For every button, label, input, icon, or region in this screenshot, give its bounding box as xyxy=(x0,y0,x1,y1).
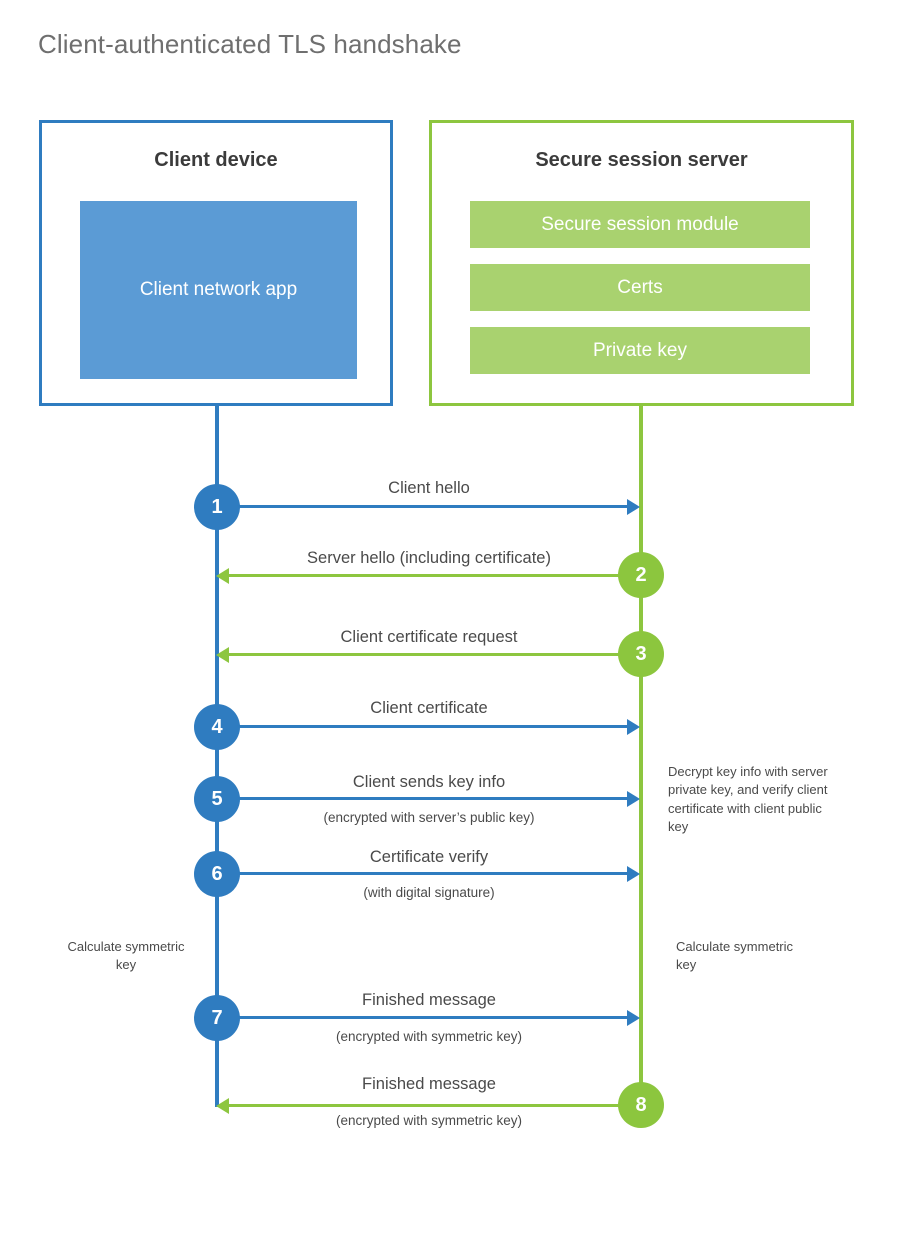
message-label-5: Client sends key info xyxy=(352,773,506,791)
message-arrow-line-1 xyxy=(217,505,627,508)
secure-session-server-title: Secure session server xyxy=(535,149,748,171)
message-arrow-head-6 xyxy=(627,866,640,882)
message-sublabel-7: (encrypted with symmetric key) xyxy=(335,1029,523,1044)
server-item-private-key: Private key xyxy=(470,327,810,374)
step-badge-8[interactable]: 8 xyxy=(618,1082,664,1128)
page-title: Client-authenticated TLS handshake xyxy=(38,29,462,59)
message-label-6: Certificate verify xyxy=(369,848,489,866)
message-sublabel-8: (encrypted with symmetric key) xyxy=(335,1113,523,1128)
message-arrow-head-1 xyxy=(627,499,640,515)
message-arrow-head-5 xyxy=(627,791,640,807)
message-sublabel-6: (with digital signature) xyxy=(363,885,495,900)
client-network-app-block: Client network app xyxy=(80,201,357,379)
message-arrow-head-3 xyxy=(216,647,229,663)
message-label-1: Client hello xyxy=(388,479,470,497)
message-arrow-line-5 xyxy=(217,797,627,800)
message-label-2: Server hello (including certificate) xyxy=(307,549,551,567)
client-lifeline xyxy=(215,405,219,1107)
message-label-4: Client certificate xyxy=(370,699,488,717)
server-item-secure-session-module: Secure session module xyxy=(470,201,810,248)
message-arrow-head-8 xyxy=(216,1098,229,1114)
message-label-8: Finished message xyxy=(362,1075,496,1093)
message-label-3: Client certificate request xyxy=(340,628,518,646)
server-decrypt-note: Decrypt key info with server private key… xyxy=(668,764,828,835)
client-device-box: Client device Client network app xyxy=(39,120,393,406)
message-arrow-line-7 xyxy=(217,1016,627,1019)
message-arrow-line-3 xyxy=(229,653,641,656)
step-badge-6[interactable]: 6 xyxy=(194,851,240,897)
message-arrow-line-4 xyxy=(217,725,627,728)
message-sublabel-5: (encrypted with server’s public key) xyxy=(323,810,535,825)
client-device-title: Client device xyxy=(154,149,278,171)
message-arrow-head-4 xyxy=(627,719,640,735)
message-label-7: Finished message xyxy=(362,991,496,1009)
step-badge-7[interactable]: 7 xyxy=(194,995,240,1041)
message-arrow-line-2 xyxy=(229,574,641,577)
message-arrow-head-2 xyxy=(216,568,229,584)
server-calculate-symmetric-key-note: Calculate symmetric key xyxy=(676,939,794,973)
step-badge-1[interactable]: 1 xyxy=(194,484,240,530)
message-arrow-head-7 xyxy=(627,1010,640,1026)
message-arrow-line-8 xyxy=(229,1104,641,1107)
step-badge-3[interactable]: 3 xyxy=(618,631,664,677)
server-item-certs: Certs xyxy=(470,264,810,311)
secure-session-server-box: Secure session server Secure session mod… xyxy=(429,120,854,406)
step-badge-2[interactable]: 2 xyxy=(618,552,664,598)
step-badge-5[interactable]: 5 xyxy=(194,776,240,822)
client-calculate-symmetric-key-note: Calculate symmetric key xyxy=(67,939,185,973)
server-lifeline xyxy=(639,405,643,1107)
step-badge-4[interactable]: 4 xyxy=(194,704,240,750)
message-arrow-line-6 xyxy=(217,872,627,875)
